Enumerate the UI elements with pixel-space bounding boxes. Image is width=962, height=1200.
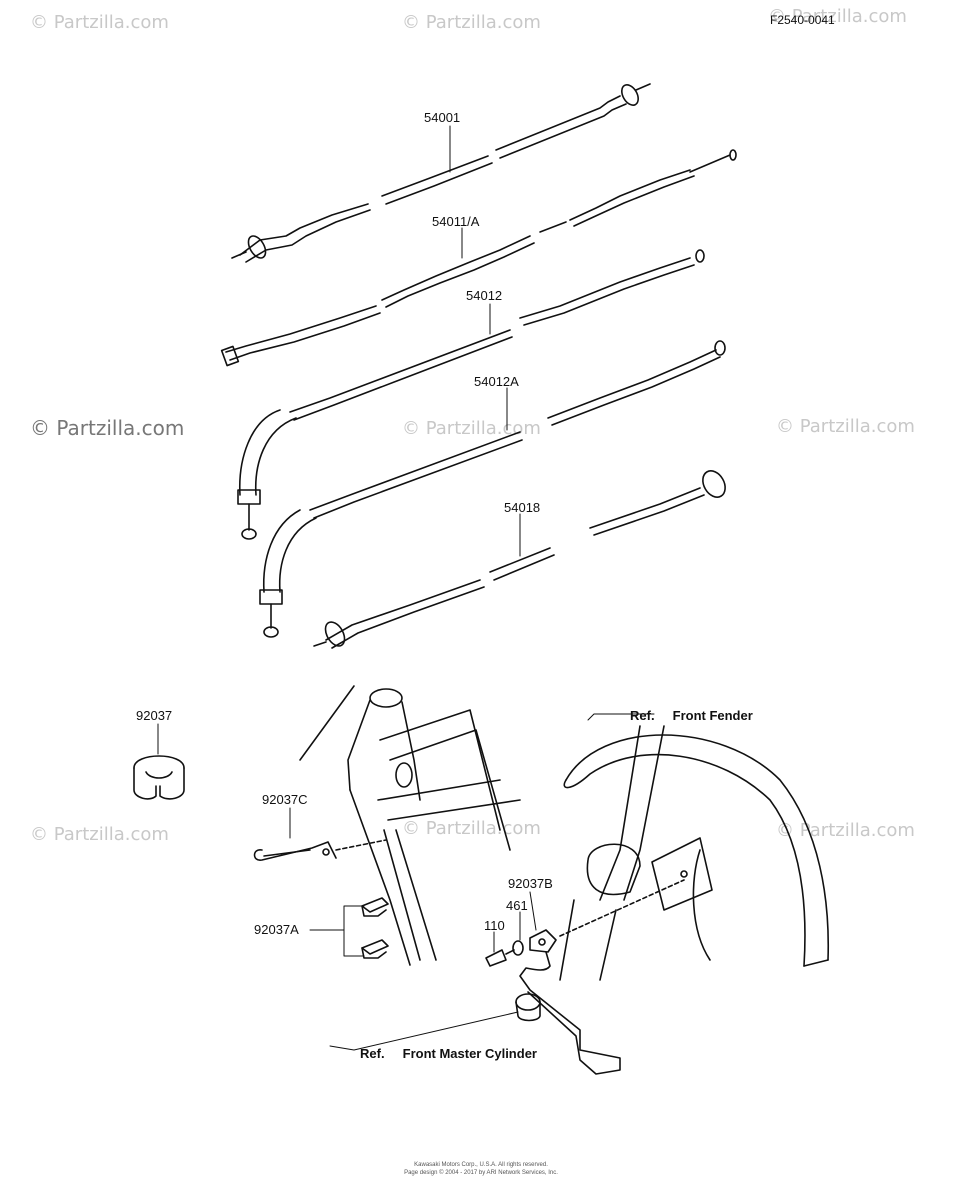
drawing-id: F2540-0041 — [770, 13, 835, 27]
callout-92037a: 92037A — [254, 922, 299, 937]
callout-92037b: 92037B — [508, 876, 553, 891]
front-fender — [563, 734, 830, 967]
callout-461: 461 — [506, 898, 528, 913]
front-master-cylinder-label: Front Master Cylinder — [402, 1046, 537, 1061]
ref-label: Ref. — [630, 708, 655, 723]
watermark: © Partzilla.com — [30, 416, 185, 440]
cable-54011a — [381, 149, 737, 308]
callout-54012: 54012 — [466, 288, 502, 303]
clamps-92037a — [361, 897, 389, 959]
fork-tube — [559, 725, 685, 981]
callout-54018: 54018 — [504, 500, 540, 515]
ref-label: Ref. — [360, 1046, 385, 1061]
bracket-92037b — [485, 929, 621, 1075]
callout-54001: 54001 — [424, 110, 460, 125]
grommet — [515, 993, 541, 1022]
watermark: © Partzilla.com — [402, 418, 541, 439]
watermark: © Partzilla.com — [30, 824, 169, 845]
ref-front-fender: Ref. Front Fender — [630, 708, 753, 723]
cable-54012a — [259, 340, 726, 638]
guide-92037c — [253, 839, 387, 861]
ref-front-master-cylinder: Ref. Front Master Cylinder — [360, 1046, 537, 1061]
footer-copyright-2: Page design © 2004 - 2017 by ARI Network… — [404, 1170, 558, 1176]
callout-110: 110 — [484, 918, 505, 933]
callout-92037c: 92037C — [262, 792, 308, 807]
clamp-92037 — [133, 755, 185, 800]
watermark: © Partzilla.com — [768, 6, 907, 27]
callout-92037: 92037 — [136, 708, 172, 723]
watermark: © Partzilla.com — [30, 12, 169, 33]
footer-copyright-1: Kawasaki Motors Corp., U.S.A. All rights… — [414, 1162, 548, 1168]
frame-steering-head — [299, 685, 521, 966]
front-fender-label: Front Fender — [672, 708, 753, 723]
cable-54012 — [220, 249, 705, 367]
watermark: © Partzilla.com — [776, 416, 915, 437]
cable-54001 — [231, 83, 651, 263]
cable-54012-lower — [237, 329, 513, 540]
callout-54012a: 54012A — [474, 374, 519, 389]
cable-54018 — [313, 470, 726, 649]
callout-54011a: 54011/A — [432, 214, 480, 229]
leader-lines — [157, 125, 655, 1051]
watermark: © Partzilla.com — [402, 12, 541, 33]
